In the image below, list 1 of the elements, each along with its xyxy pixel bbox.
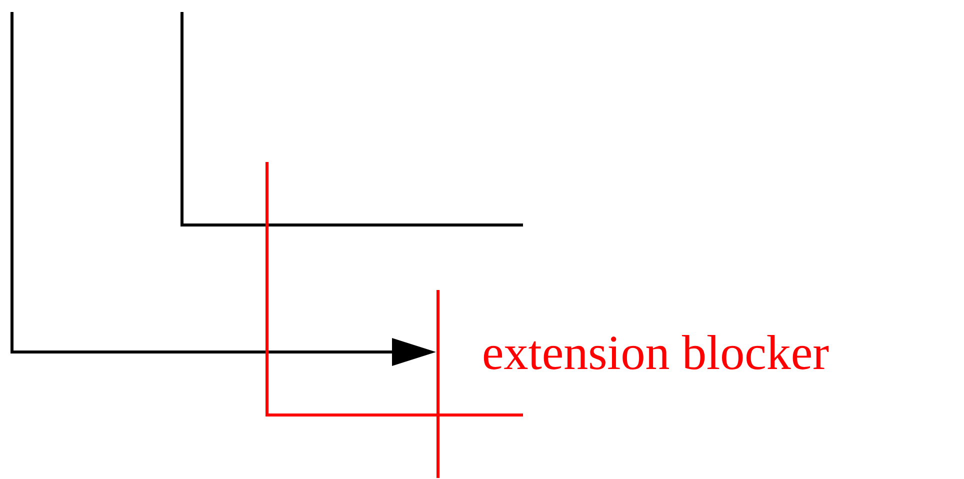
annotation-text: extension blocker <box>482 326 829 380</box>
